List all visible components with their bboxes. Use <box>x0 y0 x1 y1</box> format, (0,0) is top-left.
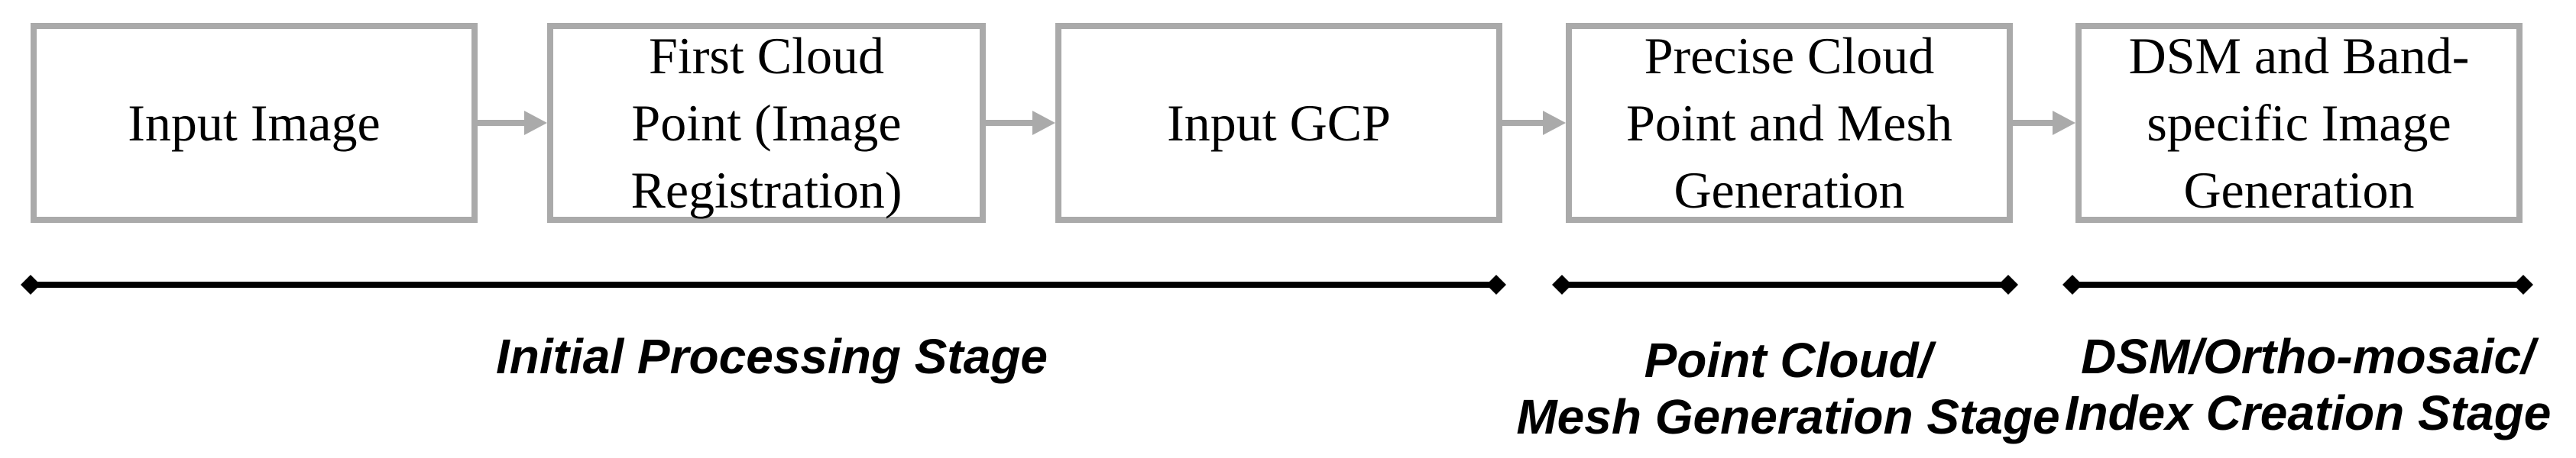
stage-line-point-cloud <box>1552 275 2018 295</box>
arrow-4-to-5 <box>2013 111 2075 135</box>
step-label-first-cloud-point: First Cloud Point (Image Registration) <box>630 27 902 219</box>
step-label-dsm-band-image: DSM and Band- specific Image Generation <box>2128 27 2470 219</box>
step-label-precise-cloud-point: Precise Cloud Point and Mesh Generation <box>1626 27 1952 219</box>
step-box-first-cloud-point: First Cloud Point (Image Registration) <box>547 23 986 223</box>
stage-label-dsm-ortho-index: DSM/Ortho-mosaic/ Index Creation Stage <box>2064 329 2552 440</box>
step-box-input-gcp: Input GCP <box>1055 23 1502 223</box>
arrow-2-to-3 <box>986 111 1055 135</box>
stage-label-point-cloud-mesh: Point Cloud/ Mesh Generation Stage <box>1516 333 2060 444</box>
step-label-input-gcp: Input GCP <box>1167 94 1391 152</box>
step-box-dsm-band-image: DSM and Band- specific Image Generation <box>2075 23 2523 223</box>
arrow-1-to-2 <box>478 111 547 135</box>
stage-label-initial-processing: Initial Processing Stage <box>496 329 1048 384</box>
stage-line-initial <box>21 275 1506 295</box>
stage-line-dsm <box>2062 275 2533 295</box>
step-box-input-image: Input Image <box>31 23 478 223</box>
step-box-precise-cloud-point: Precise Cloud Point and Mesh Generation <box>1566 23 2013 223</box>
arrow-3-to-4 <box>1502 111 1566 135</box>
step-label-input-image: Input Image <box>128 94 381 152</box>
